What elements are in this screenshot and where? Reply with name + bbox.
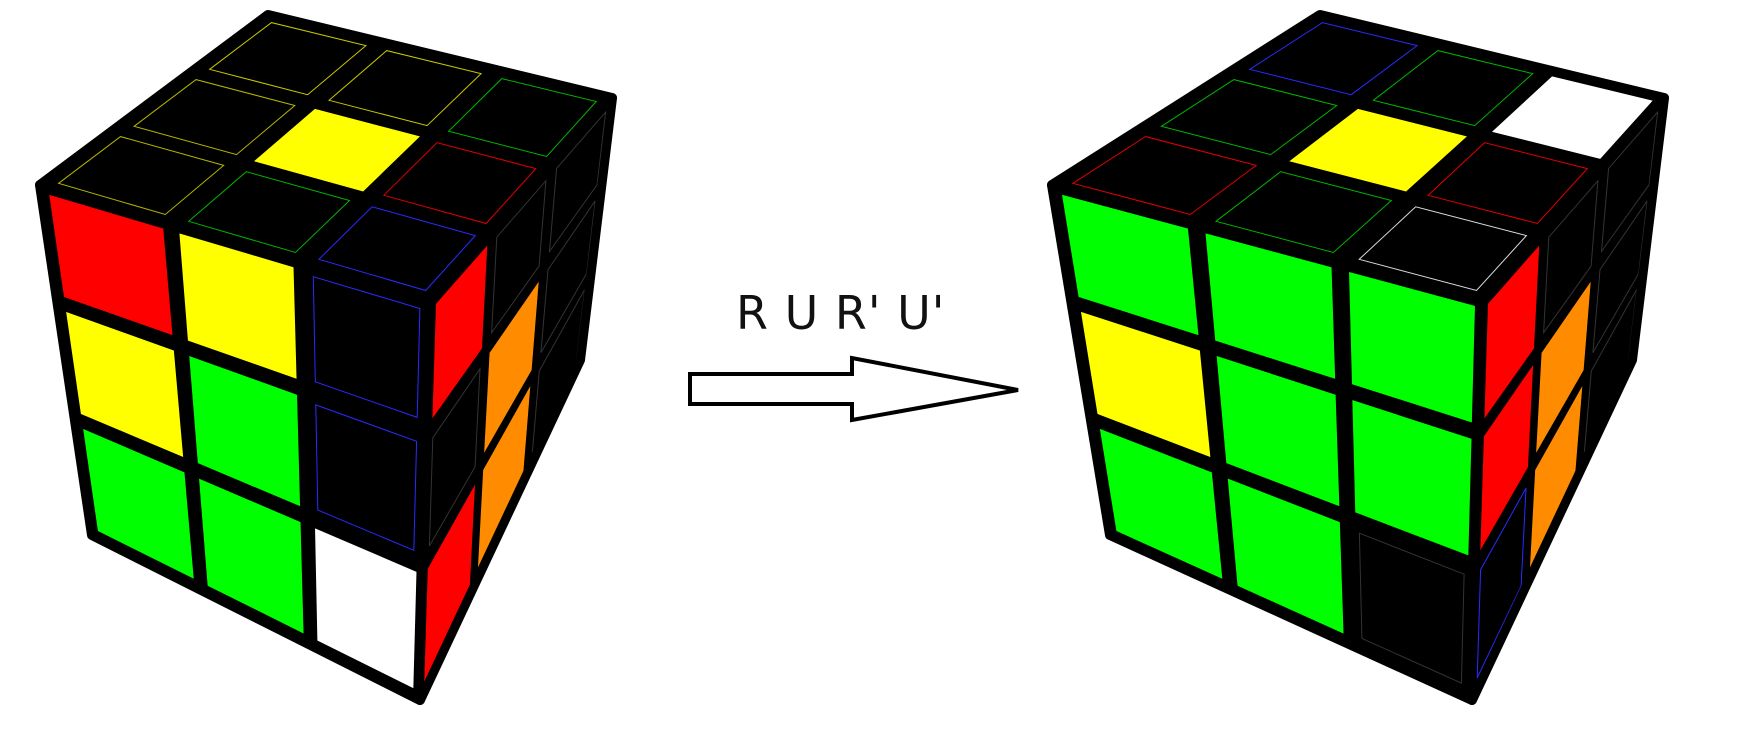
cube-before bbox=[35, 10, 617, 705]
right-sticker-1-1 bbox=[481, 274, 542, 458]
front-sticker-0-2 bbox=[1346, 269, 1478, 426]
front-sticker-2-2 bbox=[1358, 532, 1465, 684]
cube-outline bbox=[1048, 11, 1668, 704]
front-sticker-0-2 bbox=[312, 276, 421, 419]
cube-outline bbox=[36, 11, 616, 704]
front-sticker-1-0 bbox=[1078, 308, 1213, 461]
top-sticker-0-2 bbox=[208, 22, 367, 96]
top-sticker-0-1 bbox=[132, 79, 296, 156]
move-arrow-icon bbox=[688, 355, 1019, 423]
top-sticker-2-0 bbox=[317, 206, 477, 292]
move-sequence-label: R U R' U' bbox=[736, 286, 946, 340]
top-sticker-1-0 bbox=[187, 171, 351, 254]
top-sticker-0-1 bbox=[1160, 79, 1338, 156]
front-sticker-1-0 bbox=[63, 308, 186, 461]
right-sticker-1-0 bbox=[428, 367, 481, 547]
right-sticker-1-0 bbox=[1478, 358, 1536, 555]
right-sticker-0-0 bbox=[430, 239, 490, 425]
front-sticker-2-0 bbox=[1097, 425, 1225, 583]
top-sticker-2-1 bbox=[382, 142, 537, 225]
top-sticker-1-2 bbox=[1372, 50, 1534, 127]
right-sticker-0-1 bbox=[491, 179, 547, 335]
front-sticker-1-1 bbox=[186, 353, 303, 510]
top-sticker-0-2 bbox=[1248, 22, 1419, 96]
cube-after bbox=[1047, 10, 1669, 705]
front-sticker-2-1 bbox=[1225, 475, 1346, 637]
top-sticker-2-0 bbox=[1358, 206, 1528, 292]
right-sticker-2-0 bbox=[1476, 487, 1527, 679]
arrow-shape bbox=[688, 355, 1019, 423]
top-sticker-2-2 bbox=[447, 78, 598, 158]
top-sticker-2-1 bbox=[1427, 142, 1589, 225]
front-sticker-0-0 bbox=[1059, 192, 1201, 339]
right-sticker-0-0 bbox=[1482, 239, 1542, 425]
front-sticker-1-1 bbox=[1214, 353, 1342, 510]
top-sticker-1-2 bbox=[328, 50, 483, 127]
top-sticker-2-2 bbox=[1487, 74, 1657, 162]
right-sticker-0-2 bbox=[1600, 110, 1659, 254]
top-sticker-0-0 bbox=[57, 136, 225, 216]
front-sticker-2-1 bbox=[196, 475, 306, 637]
top-sticker-1-1 bbox=[1284, 106, 1472, 194]
top-sticker-1-0 bbox=[1214, 171, 1393, 254]
front-sticker-1-2 bbox=[1350, 397, 1474, 559]
right-sticker-0-2 bbox=[548, 110, 607, 254]
top-sticker-0-0 bbox=[1071, 136, 1258, 216]
front-sticker-2-2 bbox=[312, 525, 419, 692]
right-sticker-1-1 bbox=[1533, 274, 1594, 458]
top-sticker-1-1 bbox=[249, 106, 424, 194]
right-sticker-0-1 bbox=[1543, 179, 1599, 335]
front-sticker-1-2 bbox=[315, 404, 418, 552]
front-sticker-0-1 bbox=[177, 230, 299, 382]
front-sticker-0-0 bbox=[46, 191, 175, 339]
front-sticker-0-1 bbox=[1203, 230, 1338, 382]
front-sticker-2-0 bbox=[80, 425, 197, 583]
